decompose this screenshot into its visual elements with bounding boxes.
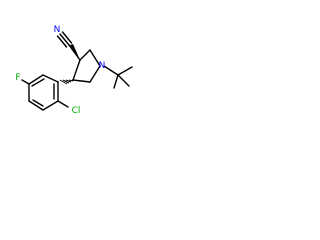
atom-label-nitrile-nitrogen: N xyxy=(54,25,61,35)
stereo-wedge-c3 xyxy=(70,44,80,60)
bond-tbu-me2 xyxy=(117,74,130,87)
atom-label-fluorine: F xyxy=(15,73,20,83)
bond-c3-ch2 xyxy=(79,49,91,61)
molecule-diagram: N N F Cl xyxy=(0,0,152,152)
bond-n1-c5 xyxy=(89,65,101,83)
structure-drawing: N N F Cl xyxy=(15,25,133,116)
bond-c3-n1 xyxy=(89,49,101,67)
bond-nitrile-triple-4 xyxy=(56,35,68,48)
bond-ar-f xyxy=(21,79,30,85)
bond-ar-c5-c6 xyxy=(42,100,59,111)
bond-nitrile-triple-2 xyxy=(59,33,70,46)
bond-nitrile-triple-1 xyxy=(68,44,81,61)
bond-c4-c3 xyxy=(72,59,81,81)
bond-c5-c4 xyxy=(72,79,91,83)
stereo-hash-c4 xyxy=(59,79,74,85)
atom-label-nitrogen-ring: N xyxy=(99,61,106,71)
bond-n1-tbu xyxy=(103,65,119,76)
bond-ar-inner-2 xyxy=(32,99,44,107)
atom-label-chlorine: Cl xyxy=(72,106,81,116)
bond-ar-c2-c3 xyxy=(28,74,44,85)
bond-tbu-me3 xyxy=(113,74,119,89)
bond-ar-c1-c2 xyxy=(42,74,59,83)
bond-nitrile-triple-3 xyxy=(61,31,73,44)
bond-tbu-me1 xyxy=(117,66,133,76)
bond-ar-c4-c5 xyxy=(28,100,44,111)
bond-ar-inner-1 xyxy=(31,78,45,87)
bond-ar-cl xyxy=(57,100,69,108)
